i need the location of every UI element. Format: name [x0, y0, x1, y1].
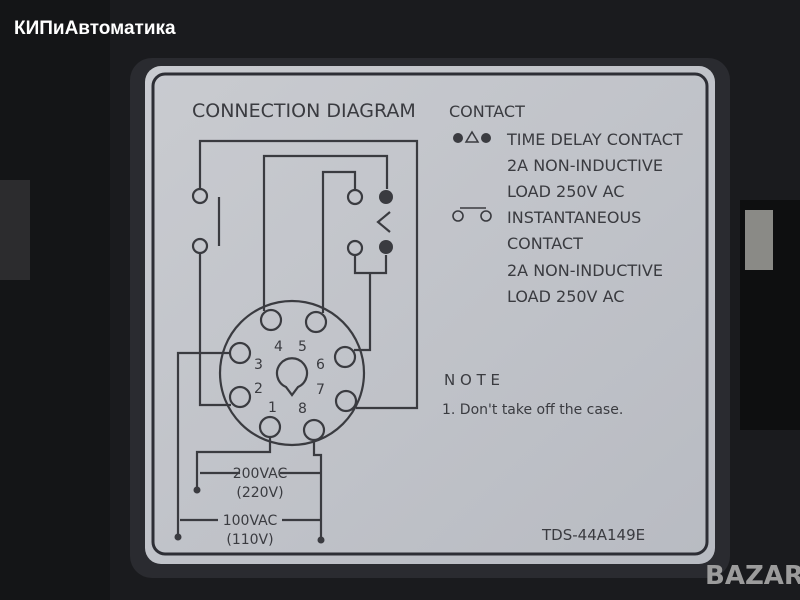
instant-line-1: INSTANTANEOUS — [507, 208, 641, 227]
label-panel — [145, 66, 715, 564]
pin-label-3: 3 — [254, 357, 263, 373]
knob — [0, 180, 30, 280]
site-watermark: КИПиАвтоматика — [14, 18, 176, 39]
diagram-title: CONNECTION DIAGRAM — [192, 100, 416, 122]
pin-label-8: 8 — [298, 401, 307, 417]
contact-heading: CONTACT — [449, 102, 525, 121]
note-text: 1. Don't take off the case. — [442, 402, 623, 418]
pin-label-6: 6 — [316, 357, 325, 373]
time-delay-line-2: 2A NON-INDUCTIVE — [507, 156, 663, 175]
supply-200v: 200VAC — [233, 466, 288, 482]
model-number: TDS-44A149E — [541, 526, 645, 544]
pin-label-7: 7 — [316, 382, 325, 398]
supply-100v: 100VAC — [223, 513, 278, 529]
time-delay-line-1: TIME DELAY CONTACT — [506, 130, 683, 149]
supply-110v: (110V) — [226, 532, 273, 548]
supply-220v: (220V) — [236, 485, 283, 501]
slot-indicator — [745, 210, 773, 270]
instant-line-2: CONTACT — [507, 234, 583, 253]
note-heading: N O T E — [444, 371, 500, 389]
pin-label-4: 4 — [274, 339, 283, 355]
pin-label-1: 1 — [268, 400, 277, 416]
pin-label-5: 5 — [298, 339, 307, 355]
pin-label-2: 2 — [254, 381, 263, 397]
time-delay-line-3: LOAD 250V AC — [507, 182, 624, 201]
instant-line-4: LOAD 250V AC — [507, 287, 624, 306]
instant-line-3: 2A NON-INDUCTIVE — [507, 261, 663, 280]
connection-diagram — [176, 139, 419, 540]
bazar-logo: BAZAR — [705, 561, 800, 591]
